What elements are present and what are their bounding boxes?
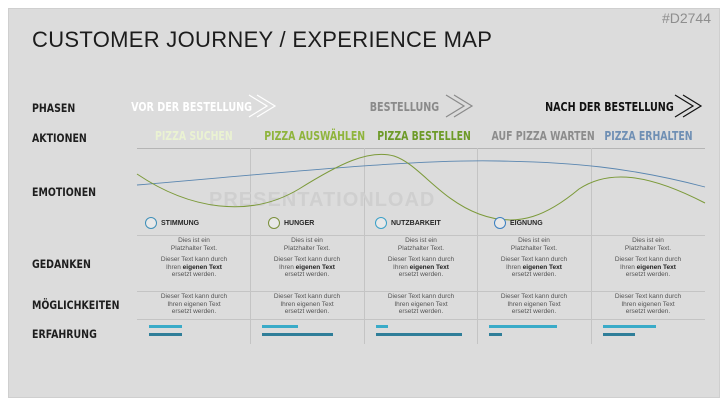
divider [137,148,705,149]
column-divider [364,148,365,344]
divider [137,235,705,236]
experience-bar-top [262,325,298,328]
row-label-gedanken: GEDANKEN [32,257,91,271]
phase-order: BESTELLUNG [369,100,439,114]
action-pizza-suchen: PIZZA SUCHEN [155,129,233,143]
row-label-phasen: PHASEN [32,101,76,115]
phase-before-order: VOR DER BESTELLUNG [131,100,253,114]
column-divider [477,148,478,344]
page-title: CUSTOMER JOURNEY / EXPERIENCE MAP [32,27,493,52]
emotion-curves [136,153,706,221]
emotion-stimmung: STIMMUNG [145,217,199,229]
experience-bar-bottom [149,333,182,336]
experience-bar-top [149,325,182,328]
experience-bar-bottom [376,333,462,336]
action-pizza-auswaehlen: PIZZA AUSWÄHLEN [264,129,366,143]
watermark: PRESENTATIONLOAD [209,189,436,211]
divider [137,291,705,292]
phase-after-order: NACH DER BESTELLUNG [544,100,674,114]
circle-icon [494,217,506,229]
action-pizza-erhalten: PIZZA ERHALTEN [603,129,693,143]
experience-bar-top [489,325,557,328]
slide-code: #D2744 [661,10,711,26]
emotion-eignung: EIGNUNG [494,217,543,229]
row-label-erfahrung: ERFAHRUNG [32,327,97,341]
row-label-moeglichkeiten: MÖGLICHKEITEN [32,298,120,312]
experience-bar-bottom [262,333,333,336]
action-pizza-bestellen: PIZZA BESTELLEN [377,129,471,143]
action-auf-pizza-warten: AUF PIZZA WARTEN [491,129,595,143]
experience-bar-bottom [603,333,635,336]
emotion-hunger: HUNGER [268,217,314,229]
phase-arrows [248,94,703,118]
emotion-nutzbarkeit: NUTZBARKEIT [375,217,441,229]
circle-icon [145,217,157,229]
experience-bar-bottom [489,333,502,336]
divider [137,319,705,320]
row-label-emotionen: EMOTIONEN [32,185,97,199]
column-divider [591,148,592,344]
column-divider [250,148,251,344]
circle-icon [268,217,280,229]
slide: #D2744 CUSTOMER JOURNEY / EXPERIENCE MAP… [9,9,719,397]
row-label-aktionen: AKTIONEN [32,131,87,145]
experience-bar-top [603,325,656,328]
experience-bar-top [376,325,388,328]
circle-icon [375,217,387,229]
